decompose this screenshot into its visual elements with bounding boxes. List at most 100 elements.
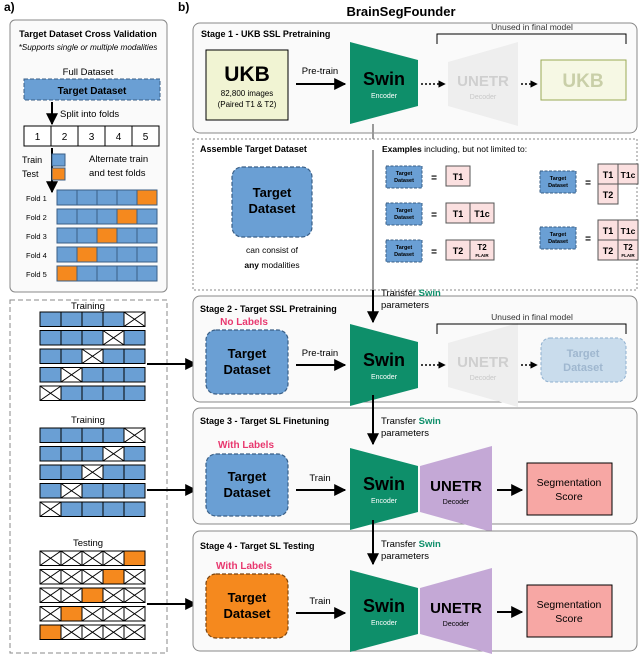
stage3-action-label: Train (309, 473, 330, 484)
stage3-encoder-label: Encoder (371, 498, 398, 505)
ukb-box (205, 49, 289, 121)
train-legend-swatch (51, 153, 66, 167)
training-cell (60, 311, 83, 327)
cross-mark (60, 550, 83, 566)
fold-train-cell (56, 246, 78, 263)
cross-mark (39, 587, 62, 603)
fold-number-label: 4 (116, 132, 122, 143)
example-t1t1c-eq: = (431, 210, 437, 221)
fold-train-cell (116, 265, 138, 282)
cross-mark (60, 483, 83, 499)
stage1-output-ukb-label: UKB (562, 71, 603, 92)
example-four-cell-t2-label: T2 (603, 246, 614, 256)
training-label-2: Training (71, 415, 105, 426)
example-t1t1ct2-cell-t1-label: T1 (603, 170, 614, 180)
example-four-cell-flair-bottom: FLAIR (621, 253, 635, 258)
stage3-decoder-label: Decoder (443, 499, 470, 506)
stage3-labels-note: With Labels (218, 440, 274, 451)
fold-train-cell (76, 265, 98, 282)
stage1-encoder-label: Encoder (371, 93, 398, 100)
testing-cell (81, 587, 104, 603)
cross-mark (123, 569, 146, 585)
stage3-transfer-word: Transfer (381, 416, 416, 427)
example-t1t1c-cell-t1c-label: T1c (474, 209, 490, 219)
training-cell (39, 464, 62, 480)
training-cell (123, 501, 146, 517)
stage4-segmentation-line1: Segmentation (537, 599, 602, 611)
stage4-transfer-word: Transfer (381, 539, 416, 550)
cross-mark (102, 606, 125, 622)
cross-mark (123, 624, 146, 640)
testing-label: Testing (73, 538, 103, 549)
training-cell (39, 348, 62, 364)
alternate-label-1: Alternate train (89, 154, 148, 165)
training-cell (81, 311, 104, 327)
stage2-dataset-line1: Target (228, 346, 267, 361)
stage2-unused-bracket (436, 323, 627, 334)
stage4-title: Stage 4 - Target SL Testing (200, 541, 315, 551)
examples-heading-rest: including, but not limited to: (424, 144, 527, 154)
example-t2-flair: Target Dataset = T2 T2 FLAIR (385, 239, 495, 263)
fold-train-cell (56, 189, 78, 206)
example-t1t1c-dataset-line1: Target (396, 208, 413, 214)
training-cell (39, 311, 62, 327)
example-t1t1ct2-cell-t2 (597, 183, 619, 205)
fold-test-cell (56, 265, 78, 282)
full-dataset-label: Full Dataset (63, 67, 114, 78)
stage1-action-label: Pre-train (302, 66, 338, 77)
stage1-output-ukb-box (540, 59, 627, 101)
example-t1t1ct2-cell-t1c-label: T1c (621, 170, 636, 180)
fold-train-cell (116, 227, 138, 244)
examples-heading: Examples including, but not limited to: (382, 144, 527, 154)
stage2-swin-encoder (350, 324, 418, 406)
test-legend-label: Test (22, 169, 39, 179)
stage4-unetr-label: UNETR (430, 600, 482, 617)
stage3-dataset-line1: Target (228, 469, 267, 484)
example-t2flair-cell-flair (469, 239, 495, 261)
example-t2flair-dataset-line2: Dataset (394, 252, 414, 258)
stage2-labels-note: No Labels (220, 317, 268, 328)
stage4-dataset-line1: Target (228, 590, 267, 605)
stage4-labels-note: With Labels (216, 561, 272, 572)
fold-row-label: Fold 4 (26, 251, 47, 260)
stage4-decoder-label: Decoder (443, 621, 470, 628)
cross-mark (60, 569, 83, 585)
training-cell (60, 446, 83, 462)
training-cell (102, 483, 125, 499)
fold-train-cell (76, 189, 98, 206)
example-t1t1c-dataset (385, 202, 423, 226)
stage2-transfer-word: Transfer (381, 288, 416, 299)
example-four-cell-t1-label: T1 (603, 226, 614, 236)
cross-mark (81, 624, 104, 640)
stage1-unetr-decoder (448, 42, 518, 126)
stage2-output-dataset-line2: Dataset (563, 362, 603, 374)
stage3-segmentation-line2: Score (555, 491, 583, 503)
training-label-1: Training (71, 301, 105, 312)
example-t1-dataset-line1: Target (396, 171, 413, 177)
stage3-transfer-line1: Transfer Swin (381, 416, 441, 427)
stage4-unetr-decoder (420, 568, 492, 654)
stage2-transfer-line1: Transfer Swin (381, 288, 441, 299)
example-t1-cell-label: T1 (453, 172, 464, 182)
example-t1t1ct2-cell-t2-label: T2 (603, 190, 614, 200)
cv-title: Target Dataset Cross Validation (19, 29, 157, 39)
stage2-swin-label: Swin (363, 350, 405, 370)
fold-train-cell (136, 246, 158, 263)
fold-number-label: 2 (62, 132, 68, 143)
training-cell (81, 367, 104, 383)
stage1-unused-bracket (436, 33, 627, 44)
training-cell (60, 427, 83, 443)
training-cell (123, 483, 146, 499)
example-t1t1ct2-cell-t1c (617, 163, 639, 185)
stage2-decoder-label: Decoder (470, 375, 497, 382)
stage2-unetr-label: UNETR (457, 354, 509, 371)
training-cell (102, 311, 125, 327)
training-cell (39, 367, 62, 383)
cross-mark (81, 550, 104, 566)
example-t1t1c-dataset-line2: Dataset (394, 215, 414, 221)
stage4-dataset-box (205, 573, 289, 639)
fold-number-cell (131, 125, 160, 147)
fold-number-label: 3 (89, 132, 95, 143)
